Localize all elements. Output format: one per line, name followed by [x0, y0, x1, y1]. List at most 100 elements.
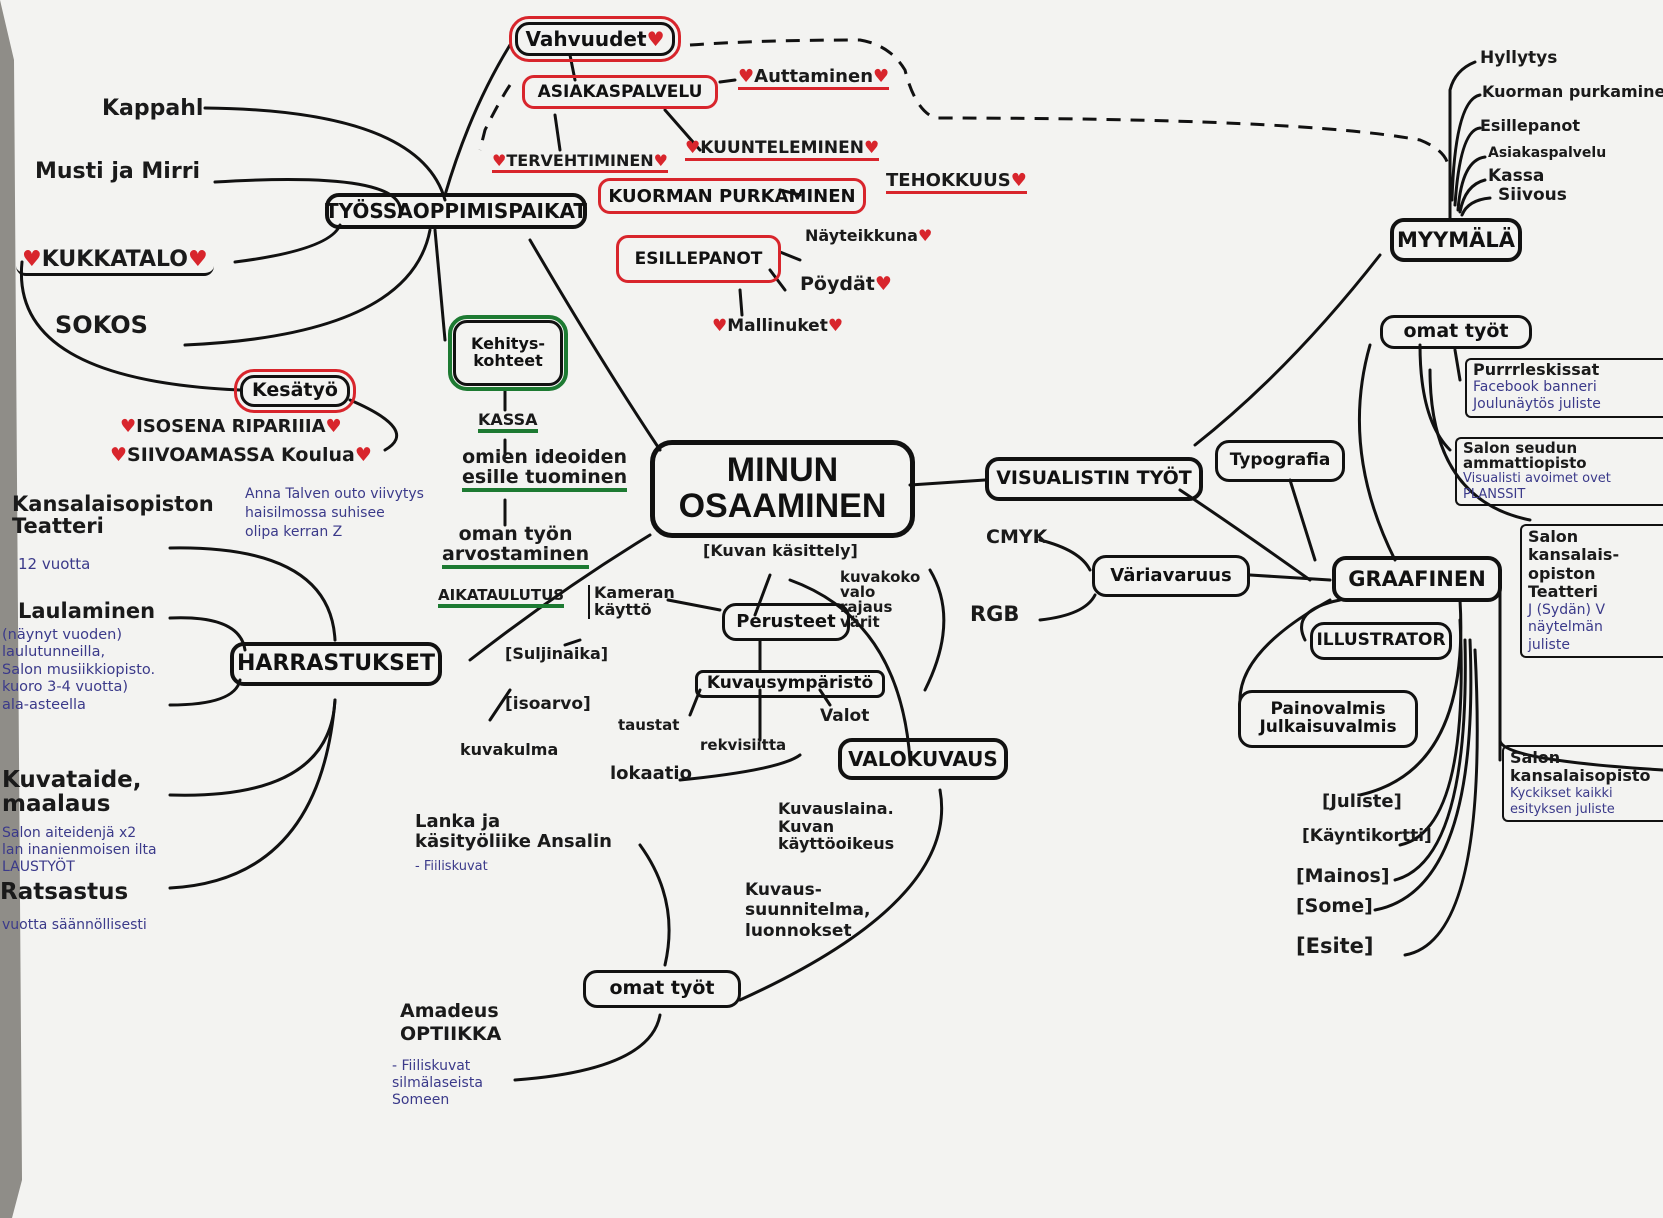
node-kesatyo-label: Kesätyö [252, 379, 338, 402]
node-myymala-label: MYYMÄLÄ [1396, 227, 1516, 252]
esillepano-mallinuket-label: Mallinuket [727, 316, 828, 336]
heart-icon: ♥ [738, 66, 755, 87]
node-typografia: Typografia [1215, 440, 1345, 482]
heart-icon: ♥ [492, 151, 507, 170]
node-myymala: MYYMÄLÄ [1390, 218, 1522, 262]
heart-icon: ♥ [712, 316, 728, 336]
laulaminen-notes: (näynyt vuoden) laulutunneilla, Salon mu… [2, 627, 156, 713]
place-kukkatalo-label: KUKKATALO [41, 247, 188, 272]
myymala-kassa: Kassa [1488, 166, 1545, 186]
ymparisto-rekvisiitta: rekvisiitta [700, 736, 787, 754]
vahvuus-auttaminen-label: Auttaminen [754, 66, 874, 87]
node-kuorman-purkaminen-label: KUORMAN PURKAMINEN [608, 185, 856, 207]
kesatyo-siivoamassa-label: SIIVOAMASSA Koulua [127, 444, 355, 466]
vahvuus-tervehtiminen-label: TERVEHTIMINEN [506, 151, 654, 170]
heart-icon: ♥ [685, 138, 701, 158]
node-valokuvaus: VALOKUVAUS [838, 738, 1008, 780]
node-vahvuudet-label: Vahvuudet [525, 26, 647, 51]
vari-rgb: RGB [970, 602, 1020, 626]
node-kehityskohteet-label: Kehitys- kohteet [470, 334, 546, 370]
node-omat-tyot-right: omat työt [1380, 315, 1532, 349]
harrastus-teatteri-years: 12 vuotta [18, 555, 91, 573]
node-harrastukset-label: HARRASTUKSET [237, 651, 435, 677]
entry-teatteri-head: Salon kansalais- opiston Teatteri [1528, 527, 1620, 602]
valokuvaus-kuvauslaina: Kuvauslaina. Kuvan käyttöoikeus [778, 799, 895, 854]
kamera-isoarvo: [isoarvo] [505, 694, 591, 714]
node-omat-tyot-right-label: omat työt [1403, 320, 1509, 343]
esillepano-nayteikkuna-label: Näyteikkuna [805, 226, 918, 245]
kehitys-aikataulutus: AIKATAULUTUS [438, 587, 565, 608]
product-mainos: [Mainos] [1296, 865, 1390, 887]
node-kuorman-purkaminen: KUORMAN PURKAMINEN [598, 178, 866, 214]
entry-salon-kansalaisopiston-teatteri: Salon kansalais- opiston Teatteri J (Syd… [1520, 524, 1663, 659]
place-musti-ja-mirri: Musti ja Mirri [35, 159, 201, 184]
vahvuus-tehokkuus-label: TEHOKKUUS [886, 170, 1011, 191]
kehitys-ideat: omien ideoiden esille tuominen [462, 447, 628, 492]
esillepano-mallinuket: ♥Mallinuket♥ [712, 316, 843, 336]
kehitys-kassa: KASSA [478, 411, 538, 433]
myymala-hyllytys: Hyllytys [1480, 48, 1558, 68]
vahvuus-tervehtiminen: ♥TERVEHTIMINEN♥ [492, 151, 669, 173]
omat-tyot-lanka-note: - Fiiliskuvat [415, 859, 488, 874]
valokuvaus-suunnitelma: Kuvaus- suunnitelma, luonnokset [745, 880, 871, 941]
product-juliste: [Juliste] [1322, 791, 1402, 812]
heart-icon: ♥ [1010, 170, 1027, 191]
node-kuvan-kasittely: [Kuvan käsittely] [703, 541, 858, 560]
center-node: MINUN OSAAMINEN [650, 440, 915, 538]
node-illustrator-label: ILLUSTRATOR [1316, 630, 1446, 651]
node-painovalmis-label: Painovalmis Julkaisuvalmis [1259, 699, 1397, 737]
entry-purrrleskissat-notes: Facebook banneri Joulunäytös juliste [1473, 378, 1601, 413]
entry-kansalaisopisto-head: Salon kansalaisopisto [1510, 748, 1651, 786]
harrastus-teatteri: Kansalaisopiston Teatteri [12, 492, 214, 539]
entry-salon-seudun-notes: Visualisti avoimet ovet PLANSSIT [1463, 471, 1611, 502]
node-asiakaspalvelu-label: ASIAKASPALVELU [537, 82, 703, 102]
entry-kansalaisopisto-notes: Kyckikset kaikki esityksen juliste [1510, 785, 1615, 818]
heart-icon: ♥ [863, 138, 880, 158]
entry-purrrleskissat-head: Purrrleskissat [1473, 360, 1600, 379]
entry-salon-kansalaisopisto: Salon kansalaisopisto Kyckikset kaikki e… [1502, 745, 1663, 823]
node-omat-tyot-valokuvaus-label: omat työt [609, 977, 715, 1000]
ymparisto-taustat: taustat [618, 716, 680, 734]
vahvuus-kuunteleminen-label: KUUNTELEMINEN [700, 138, 864, 158]
esillepano-nayteikkuna: Näyteikkuna♥ [805, 226, 933, 245]
node-vahvuudet: Vahvuudet♥ [509, 16, 681, 62]
node-esillepanot-label: ESILLEPANOT [634, 249, 763, 269]
teatteri-note-1: Anna Talven outo viivytys [245, 486, 424, 502]
harrastus-laulaminen: Laulaminen [18, 599, 156, 623]
heart-icon: ♥ [646, 26, 665, 51]
node-kehityskohteet: Kehitys- kohteet [448, 315, 568, 391]
node-variavaruus-label: Väriavaruus [1110, 564, 1232, 586]
heart-icon: ♥ [917, 226, 933, 245]
teatteri-note-3: olipa kerran Z [245, 524, 343, 540]
node-kesatyo: Kesätyö [234, 369, 356, 413]
entry-salon-seudun: Salon seudun ammattiopisto Visualisti av… [1455, 437, 1663, 507]
place-kukkatalo: ♥KUKKATALO♥ [16, 247, 214, 277]
heart-icon: ♥ [354, 444, 372, 466]
ratsastus-notes: vuotta säännöllisesti [2, 917, 147, 933]
omat-tyot-amadeus: Amadeus OPTIIKKA [400, 1000, 502, 1045]
kesatyo-isosena-label: ISOSENA RIPARIIIA [136, 416, 326, 437]
esillepano-poydat: Pöydät♥ [800, 273, 892, 295]
heart-icon: ♥ [874, 273, 892, 295]
heart-icon: ♥ [110, 444, 128, 466]
node-illustrator: ILLUSTRATOR [1310, 622, 1452, 660]
node-kuvausymparisto: Kuvausympäristö [695, 670, 885, 698]
heart-icon: ♥ [120, 416, 137, 437]
node-typografia-label: Typografia [1229, 450, 1331, 471]
center-label: MINUN OSAAMINEN [678, 451, 887, 525]
esillepano-poydat-label: Pöydät [800, 273, 875, 295]
harrastus-ratsastus: Ratsastus [0, 879, 129, 905]
harrastus-kuvataide: Kuvataide, maalaus [2, 767, 142, 818]
node-kuvausymparisto-label: Kuvausympäristö [706, 673, 874, 694]
myymala-siivous: Siivous [1498, 185, 1567, 205]
heart-icon: ♥ [873, 66, 890, 87]
kesatyo-siivoamassa: ♥SIIVOAMASSA Koulua♥ [110, 444, 372, 466]
node-esillepanot: ESILLEPANOT [616, 235, 781, 283]
node-tyossaoppimispaikat-label: TYÖSSAOPPIMISPAIKAT [324, 198, 588, 223]
node-graafinen: GRAAFINEN [1332, 556, 1502, 602]
ymparisto-valot: Valot [820, 706, 870, 726]
place-sokos: SOKOS [55, 311, 148, 339]
node-perusteet-label: Perusteet [736, 610, 836, 632]
node-asiakaspalvelu: ASIAKASPALVELU [522, 75, 718, 109]
